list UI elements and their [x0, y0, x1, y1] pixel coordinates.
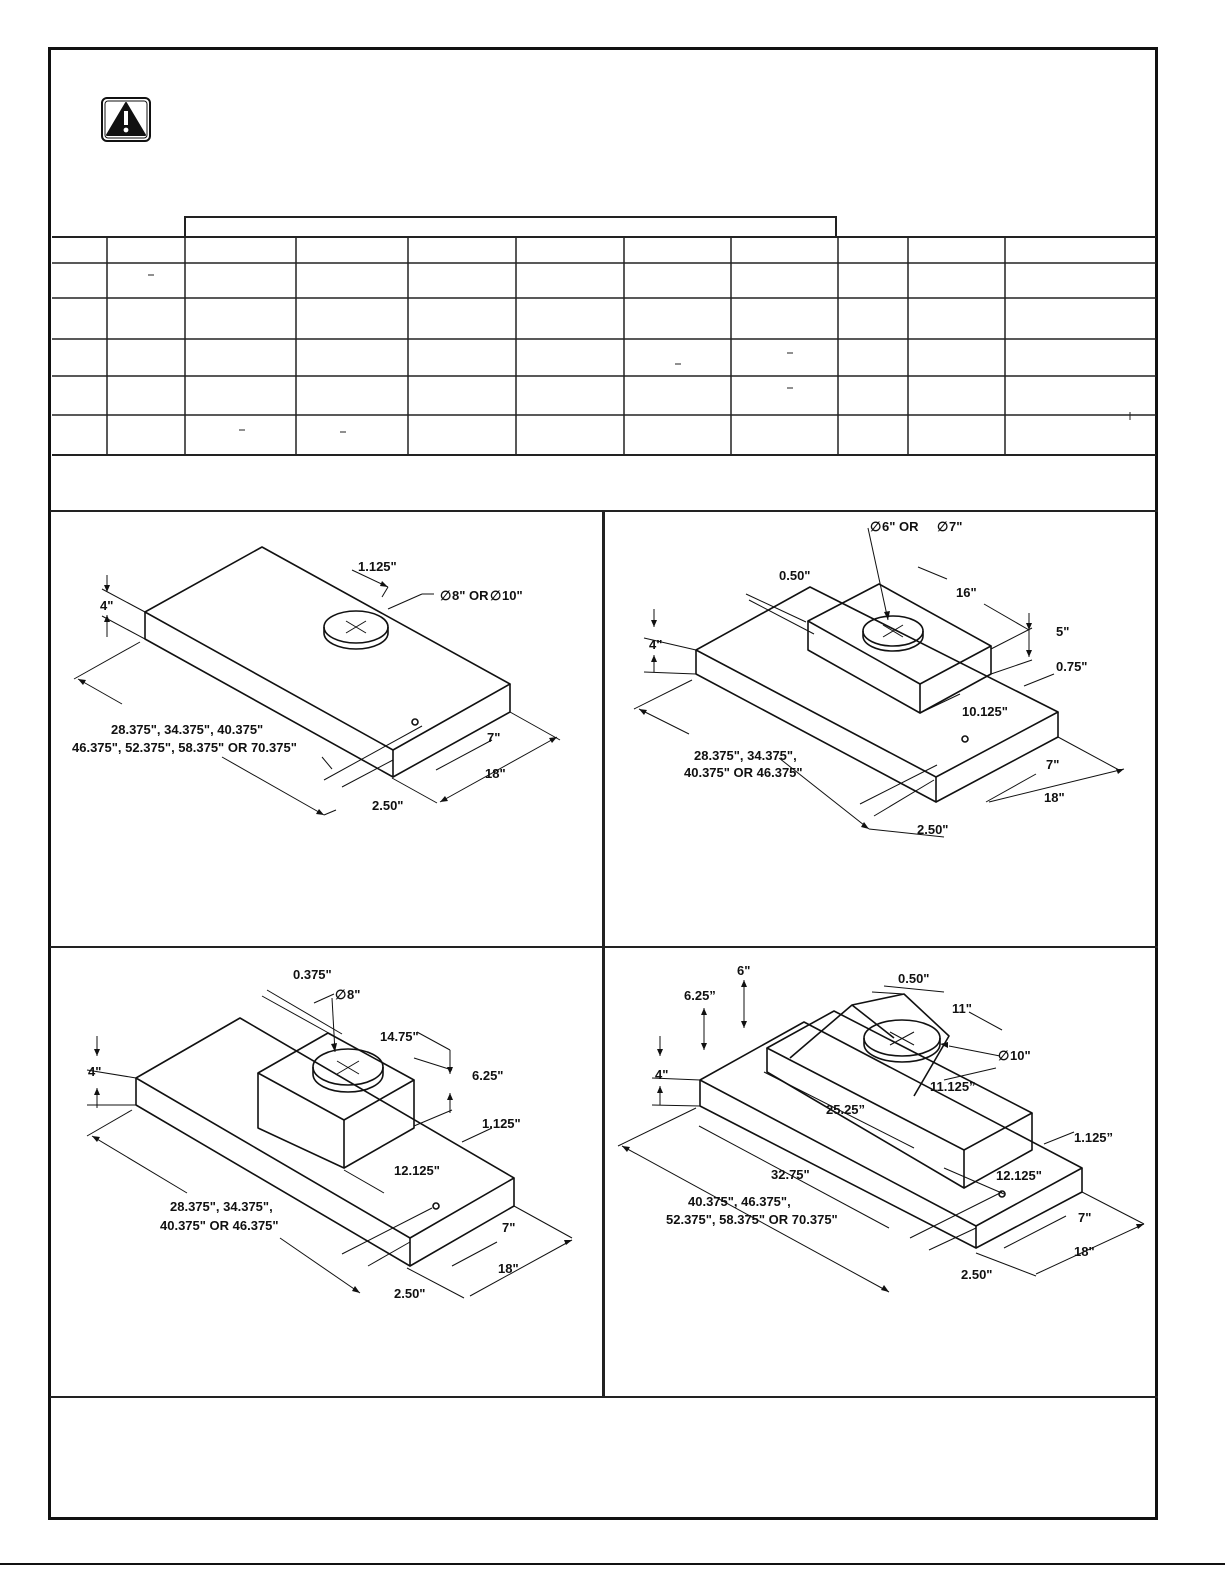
dim-depth: 18" [498, 1261, 519, 1276]
dim-height: 4" [88, 1064, 101, 1079]
duct-callout: 6" OR [882, 519, 919, 534]
dim-offset: 0.375" [293, 967, 332, 982]
dim-widths-line2: 52.375", 58.375" OR 70.375" [666, 1212, 838, 1227]
duct-callout: 8" [347, 987, 360, 1002]
dim-box-width: 16" [956, 585, 977, 600]
dim-widths-line1: 40.375", 46.375", [688, 1194, 791, 1209]
duct-callout-2: 7" [949, 519, 962, 534]
diagram-liner-with-sloped-box: 6" 6.25” 0.50" 11" 4" ∅ 10" 11.125” 25.2… [604, 948, 1156, 1396]
diagram-liner-with-box: ∅ 6" OR ∅ 7" 0.50" 16" 4" 5" 0.75" 10.12… [604, 512, 1156, 946]
column-divider [602, 511, 605, 1397]
dim-inner-depth: 7" [502, 1220, 515, 1235]
table-group-bracket [184, 216, 837, 238]
dim-height: 4" [655, 1067, 668, 1082]
dim-widths-line1: 28.375", 34.375", [694, 748, 797, 763]
dim-depth: 18" [1044, 790, 1065, 805]
dim-height: 4" [100, 598, 113, 613]
dim-box-depth: 10.125" [962, 704, 1008, 719]
dim-offset: 0.50" [779, 568, 810, 583]
dim-widths-line1: 28.375", 34.375", 40.375" [111, 722, 263, 737]
dim-top-height: 6" [737, 963, 750, 978]
dim-inner-depth: 7" [1078, 1210, 1091, 1225]
dim-slope: 11.125” [930, 1079, 976, 1094]
dim-box-depth: 12.125" [996, 1168, 1042, 1183]
footer-notes-area [52, 1400, 1156, 1516]
dim-front: 2.50" [372, 798, 403, 813]
dim-inner-width: 25.25” [826, 1102, 865, 1117]
duct-callout-2: 10" [502, 588, 523, 603]
dim-height: 4" [649, 637, 662, 652]
dim-top-width: 11" [952, 1001, 972, 1016]
page-frame [48, 47, 1158, 1520]
duct-diameter-symbol: ∅ [490, 588, 501, 603]
diagram-flat-liner: 1.125" 4" ∅ 8" OR ∅ 10" 28.375", 34.375"… [52, 512, 602, 946]
dim-box-offset: 1.125” [1074, 1130, 1113, 1145]
dim-offset: 0.50" [898, 971, 929, 986]
warning-icon [101, 97, 151, 142]
dim-depth: 18" [485, 766, 506, 781]
dim-box-width: 14.75" [380, 1029, 419, 1044]
dim-widths-line2: 46.375", 52.375", 58.375" OR 70.375" [72, 740, 297, 755]
dim-front: 2.50" [917, 822, 948, 837]
duct-diameter-symbol: ∅ [998, 1048, 1009, 1063]
dim-front: 2.50" [394, 1286, 425, 1301]
dim-inner-depth: 7" [487, 730, 500, 745]
dim-widths-line1: 28.375", 34.375", [170, 1199, 273, 1214]
specification-table [52, 236, 1156, 456]
dim-box-offset: 1.125" [482, 1116, 521, 1131]
dim-overhang: 1.125" [358, 559, 397, 574]
dim-box-height: 5" [1056, 624, 1069, 639]
duct-diameter-symbol: ∅ [870, 519, 881, 534]
duct-callout: 10" [1010, 1048, 1031, 1063]
dim-widths-line2: 40.375" OR 46.375" [684, 765, 803, 780]
dim-box-width: 32.75" [771, 1167, 810, 1182]
duct-diameter-symbol: ∅ [937, 519, 948, 534]
dim-depth: 18" [1074, 1244, 1095, 1259]
duct-diameter-symbol: ∅ [440, 588, 451, 603]
dim-box-depth: 12.125" [394, 1163, 440, 1178]
duct-callout: 8" OR [452, 588, 489, 603]
diagram-liner-with-tall-box: 0.375" ∅ 8" 14.75" 4" 6.25" 1.125" 12.12… [52, 948, 602, 1396]
dim-front: 2.50" [961, 1267, 992, 1282]
dim-box-offset: 0.75" [1056, 659, 1087, 674]
page-bottom-rule [0, 1563, 1225, 1565]
dim-widths-line2: 40.375" OR 46.375" [160, 1218, 279, 1233]
dim-box-height: 6.25" [472, 1068, 503, 1083]
dim-inner-depth: 7" [1046, 757, 1059, 772]
dim-box-height: 6.25” [684, 988, 716, 1003]
section-divider [50, 1396, 1158, 1398]
duct-diameter-symbol: ∅ [335, 987, 346, 1002]
